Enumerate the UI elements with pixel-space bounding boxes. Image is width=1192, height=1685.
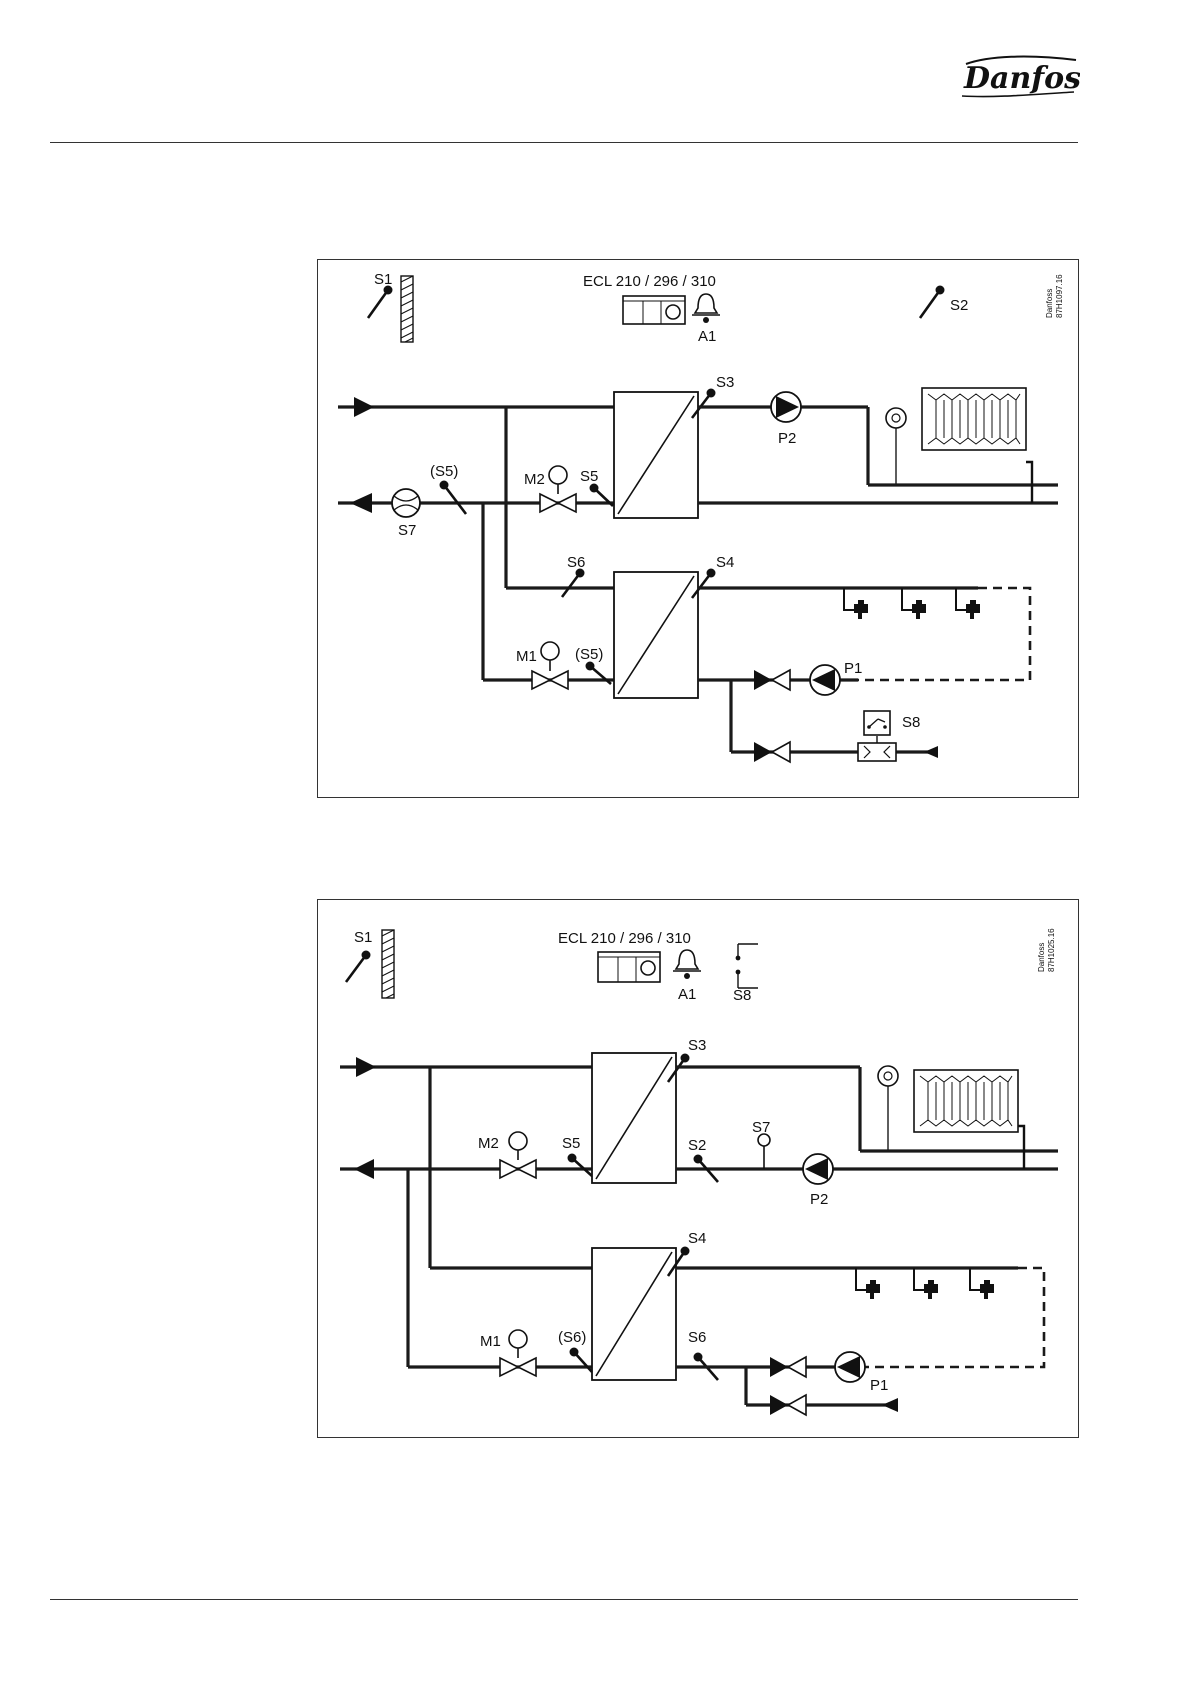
drawing-code-number: 87H1097.16 bbox=[1055, 274, 1064, 318]
label-S2: S2 bbox=[688, 1137, 706, 1154]
flow-in-arrow-icon bbox=[354, 397, 374, 417]
label-S5: S5 bbox=[580, 468, 598, 485]
label-S6: S6 bbox=[567, 554, 585, 571]
label-M2: M2 bbox=[478, 1135, 499, 1152]
tap-1-icon bbox=[844, 588, 868, 619]
cold-water-inlet-arrow-icon bbox=[882, 1398, 898, 1412]
tap-2-icon bbox=[914, 1268, 938, 1299]
label-S5: S5 bbox=[562, 1135, 580, 1152]
radiator-valve-icon bbox=[886, 408, 906, 428]
radiator-icon bbox=[914, 1070, 1018, 1132]
flow-meter-icon bbox=[392, 489, 420, 517]
label-P1: P1 bbox=[844, 660, 862, 677]
tap-3-icon bbox=[970, 1268, 994, 1299]
label-A1: A1 bbox=[678, 986, 696, 1003]
label-S7: S7 bbox=[752, 1119, 770, 1136]
flow-in-arrow-icon bbox=[356, 1057, 376, 1077]
diagram-2-frame: ECL 210 / 296 / 310 Danfoss 87H1025.16 A… bbox=[317, 899, 1079, 1438]
wall-hatch bbox=[401, 276, 413, 342]
label-S2: S2 bbox=[950, 297, 968, 314]
danfoss-logo: Danfoss bbox=[958, 52, 1080, 102]
ecl-controller-icon bbox=[598, 952, 660, 982]
label-S4: S4 bbox=[716, 554, 734, 571]
motorized-valve-M2-icon bbox=[500, 1132, 536, 1178]
flow-out-arrow-icon bbox=[350, 493, 372, 513]
tap-2-icon bbox=[902, 588, 926, 619]
check-valve-2-icon bbox=[770, 1395, 806, 1415]
heat-exchanger-dhw bbox=[614, 572, 698, 698]
footer-rule bbox=[50, 1599, 1078, 1600]
label-M1: M1 bbox=[516, 648, 537, 665]
drawing-code-number: 87H1025.16 bbox=[1047, 928, 1056, 972]
check-valve-icon bbox=[770, 1357, 806, 1377]
diagram-1-frame: ECL 210 / 296 / 310 Danfoss 87H1097.16 A… bbox=[317, 259, 1079, 798]
heat-exchanger-heating bbox=[614, 392, 698, 518]
label-P2: P2 bbox=[778, 430, 796, 447]
return-sensor-icon bbox=[440, 481, 467, 515]
wall-hatch bbox=[382, 930, 394, 998]
label-S6: S6 bbox=[688, 1329, 706, 1346]
pump-P2-icon bbox=[771, 392, 801, 422]
radiator-valve-icon bbox=[878, 1066, 898, 1086]
label-P2: P2 bbox=[810, 1191, 828, 1208]
ecl-controller-icon bbox=[623, 296, 685, 324]
tap-3-icon bbox=[956, 588, 980, 619]
pressure-sensor-S7-icon bbox=[758, 1134, 770, 1169]
motorized-valve-M1-icon bbox=[532, 642, 568, 689]
sensor-S6-icon bbox=[562, 569, 585, 598]
header-rule bbox=[50, 142, 1078, 143]
label-A1: A1 bbox=[698, 328, 716, 345]
label-S5-dhw: (S5) bbox=[575, 646, 603, 663]
label-S8: S8 bbox=[902, 714, 920, 731]
alarm-bell-icon bbox=[692, 294, 720, 323]
switch-S8-icon bbox=[736, 944, 758, 988]
outdoor-sensor-icon bbox=[346, 951, 371, 983]
check-valve-icon bbox=[754, 670, 790, 690]
sensor-S5-icon bbox=[568, 1154, 593, 1177]
motorized-valve-M2-icon bbox=[540, 466, 576, 512]
logo-text: Danfoss bbox=[963, 61, 1080, 96]
controller-title: ECL 210 / 296 / 310 bbox=[583, 273, 716, 290]
label-M2: M2 bbox=[524, 471, 545, 488]
label-P1: P1 bbox=[870, 1377, 888, 1394]
flow-out-arrow-icon bbox=[354, 1159, 374, 1179]
motorized-valve-M1-icon bbox=[500, 1330, 536, 1376]
label-S1: S1 bbox=[374, 271, 392, 288]
label-S7: S7 bbox=[398, 522, 416, 539]
label-S3: S3 bbox=[688, 1037, 706, 1054]
pump-P1-icon bbox=[810, 665, 840, 695]
label-S6-primary: (S6) bbox=[558, 1329, 586, 1346]
drawing-code-company: Danfoss bbox=[1045, 289, 1054, 318]
controller-title: ECL 210 / 296 / 310 bbox=[558, 930, 691, 947]
flow-switch-icon bbox=[858, 711, 896, 761]
heat-exchanger-dhw bbox=[592, 1248, 676, 1380]
label-S8: S8 bbox=[733, 987, 751, 1004]
check-valve-2-icon bbox=[754, 742, 790, 762]
pump-P2-icon bbox=[803, 1154, 833, 1184]
label-S4: S4 bbox=[688, 1230, 706, 1247]
label-S5-return: (S5) bbox=[430, 463, 458, 480]
cold-water-inlet-arrow-icon bbox=[924, 746, 938, 758]
radiator-icon bbox=[922, 388, 1026, 450]
label-S1: S1 bbox=[354, 929, 372, 946]
heat-exchanger-heating bbox=[592, 1053, 676, 1183]
tap-1-icon bbox=[856, 1268, 880, 1299]
alarm-bell-icon bbox=[673, 950, 701, 979]
room-sensor-icon bbox=[920, 286, 945, 319]
label-M1: M1 bbox=[480, 1333, 501, 1350]
outdoor-sensor-icon bbox=[368, 286, 393, 319]
label-S3: S3 bbox=[716, 374, 734, 391]
drawing-code-company: Danfoss bbox=[1037, 943, 1046, 972]
pump-P1-icon bbox=[835, 1352, 865, 1382]
